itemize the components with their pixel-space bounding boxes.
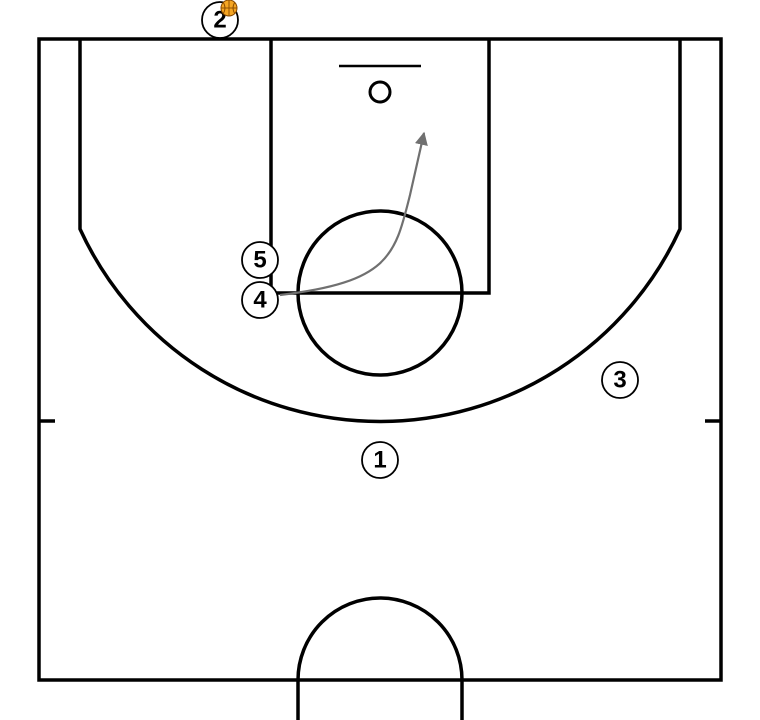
- key-paint: [269, 39, 491, 295]
- player-4-label: 4: [253, 287, 267, 314]
- player-4: 4: [241, 281, 279, 319]
- player-5: 5: [241, 241, 279, 279]
- player-1: 1: [361, 441, 399, 479]
- basketball-icon: [220, 0, 238, 17]
- three-point-line: [78, 39, 682, 424]
- player-5-label: 5: [253, 247, 266, 274]
- rim: [368, 80, 392, 104]
- cut-arrow: [279, 131, 428, 297]
- player-3: 3: [601, 361, 639, 399]
- court-boundary: [37, 37, 723, 682]
- player-1-label: 1: [373, 447, 386, 474]
- player-3-label: 3: [613, 367, 626, 394]
- center-circle: [296, 596, 464, 681]
